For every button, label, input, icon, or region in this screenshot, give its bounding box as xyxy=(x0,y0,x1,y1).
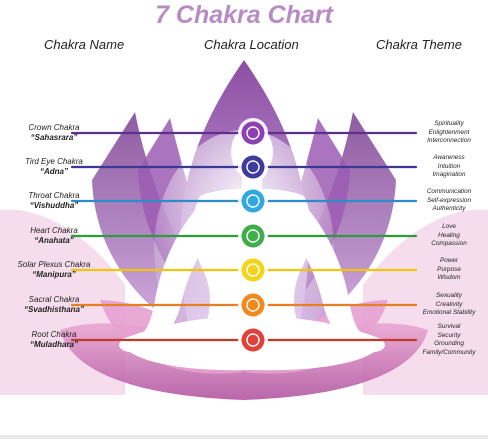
chakra-theme-item: Sexuality xyxy=(436,292,462,300)
chakra-name: Tird Eye Chakra xyxy=(25,157,83,166)
chakra-symbol-inner xyxy=(246,194,260,208)
chakra-symbol xyxy=(241,258,265,282)
chakra-theme-item: Healing xyxy=(438,231,460,239)
chakra-theme-item: Compassion xyxy=(431,240,467,248)
chakra-sanskrit-name: “Svadhisthana” xyxy=(23,305,84,314)
chakra-theme-item: Enlightenment xyxy=(428,128,470,136)
chakra-sanskrit-name: “Anahata” xyxy=(34,236,74,245)
chakra-theme-item: Power xyxy=(439,257,459,265)
chakra-theme-item: Spirituality xyxy=(434,120,464,128)
chakra-sanskrit-name: “Vishuddha” xyxy=(29,201,79,210)
chakra-name: Throat Chakra xyxy=(28,191,80,200)
chakra-name: Solar Plexus Chakra xyxy=(17,260,91,269)
chakra-theme-item: Love xyxy=(442,223,456,231)
chakra-name-block: Heart Chakra“Anahata” xyxy=(0,226,108,246)
chakra-symbol xyxy=(241,189,265,213)
chakra-theme-item: Family/Community xyxy=(422,348,476,356)
chakra-symbol-inner xyxy=(246,333,260,347)
chakra-theme-item: Communication xyxy=(426,188,472,196)
chakra-sanskrit-name: “Muladhara” xyxy=(29,340,78,349)
chakra-symbol-inner xyxy=(246,126,260,140)
chakra-name: Root Chakra xyxy=(31,330,77,339)
bottom-divider xyxy=(0,435,488,439)
chakra-sanskrit-name: “Manipura” xyxy=(32,270,76,279)
chakra-theme-item: Grounding xyxy=(434,340,464,347)
chakra-symbol xyxy=(241,224,265,248)
chakra-theme-item: Wisdom xyxy=(437,274,461,282)
chart-title: 7 Chakra Chart xyxy=(155,1,333,29)
chakra-symbol xyxy=(241,121,265,145)
chakra-name: Heart Chakra xyxy=(30,226,78,235)
chakra-name-block: Sacral Chakra“Svadhisthana” xyxy=(0,295,108,315)
chakra-symbol-inner xyxy=(246,298,260,312)
chakra-name: Crown Chakra xyxy=(28,123,80,132)
chakra-theme-item: Intuition xyxy=(437,162,461,170)
chakra-name-block: Tird Eye Chakra“Adna” xyxy=(0,157,108,177)
chakra-theme-item: Survival xyxy=(437,323,461,330)
chakra-name: Sacral Chakra xyxy=(28,295,80,304)
header-chakra-name: Chakra Name xyxy=(44,37,125,52)
chakra-theme-item: Interconnection xyxy=(427,137,471,145)
chakra-theme-item: Imagination xyxy=(432,171,466,179)
chakra-name-block: Throat Chakra“Vishuddha” xyxy=(0,191,108,211)
chakra-sanskrit-name: “Sahasrara” xyxy=(30,133,78,142)
chakra-symbol-inner xyxy=(246,160,260,174)
chakra-theme-item: Self-expression xyxy=(426,196,472,204)
chakra-name-block: Root Chakra“Muladhara” xyxy=(0,330,108,350)
chakra-symbol-inner xyxy=(246,263,260,277)
chakra-name-block: Solar Plexus Chakra“Manipura” xyxy=(0,260,108,280)
chakra-theme-item: Security xyxy=(437,331,461,339)
chakra-theme-item: Awareness xyxy=(433,154,465,162)
header-chakra-theme: Chakra Theme xyxy=(376,37,462,52)
chakra-theme-item: Emotional Stability xyxy=(422,309,476,317)
chakra-symbol xyxy=(241,155,265,179)
chakra-theme-item: Authenticity xyxy=(432,205,466,213)
chakra-symbol xyxy=(241,293,265,317)
chakra-symbol xyxy=(241,328,265,352)
chakra-symbol-inner xyxy=(246,229,260,243)
chakra-theme-item: Creativity xyxy=(435,300,463,308)
chakra-name-block: Crown Chakra“Sahasrara” xyxy=(0,123,108,143)
header-chakra-location: Chakra Location xyxy=(204,37,299,52)
chakra-theme-item: Purpose xyxy=(437,265,461,273)
chakra-sanskrit-name: “Adna” xyxy=(40,167,68,176)
